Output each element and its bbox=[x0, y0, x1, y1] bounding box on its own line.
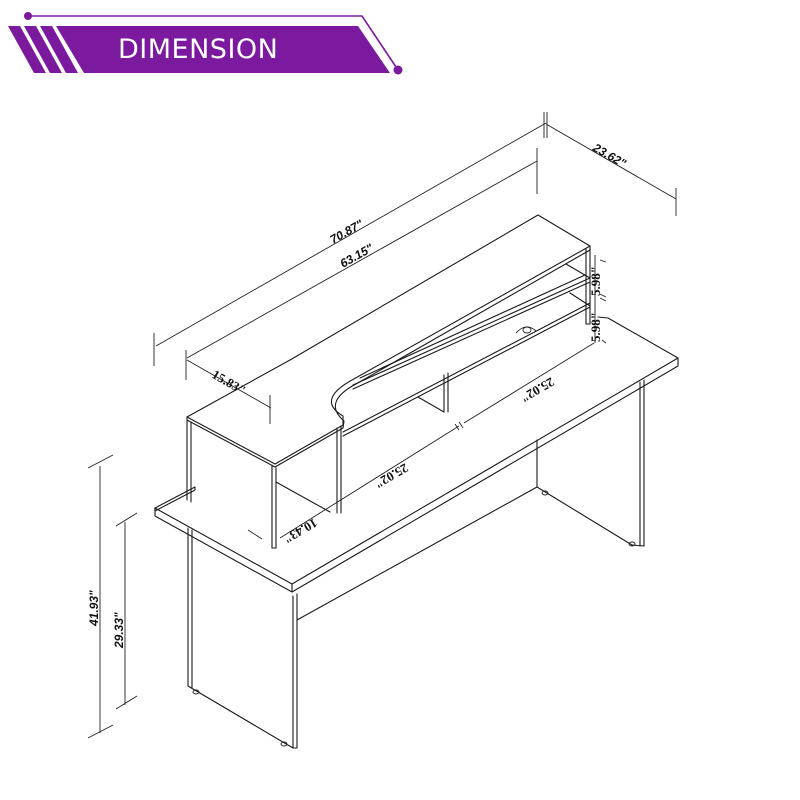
dim-total-height: 41.93" bbox=[87, 590, 101, 627]
desktop-surface bbox=[154, 316, 679, 593]
dimension-banner bbox=[8, 12, 403, 75]
dim-upper-shelf-height: 5.98" bbox=[588, 266, 603, 296]
banner-dot-right bbox=[393, 65, 403, 75]
dimension-lines bbox=[87, 112, 677, 739]
banner-stripe bbox=[24, 26, 62, 73]
right-leg-panel bbox=[536, 379, 645, 547]
dim-shelf-span-left: 25.02" bbox=[372, 460, 411, 491]
dim-desk-height: 29.33" bbox=[112, 612, 126, 649]
dim-overall-length: 70.87" bbox=[328, 217, 366, 247]
dim-shelf-span-right: 25.02" bbox=[518, 374, 557, 405]
banner-title: DIMENSION bbox=[118, 34, 279, 65]
upper-shelf bbox=[289, 214, 591, 437]
banner-stripe bbox=[40, 26, 78, 73]
left-leg-panel bbox=[187, 527, 298, 749]
dim-lower-shelf-height: 5.98" bbox=[588, 312, 603, 342]
banner-band bbox=[56, 26, 390, 73]
dim-overall-depth: 23.62" bbox=[590, 140, 629, 171]
modesty-panel bbox=[296, 439, 538, 621]
banner-stripe bbox=[8, 26, 46, 73]
side-box bbox=[186, 359, 344, 549]
dim-shelf-length: 63.15" bbox=[338, 241, 376, 271]
dim-side-box-width: 10.43" bbox=[281, 515, 320, 546]
